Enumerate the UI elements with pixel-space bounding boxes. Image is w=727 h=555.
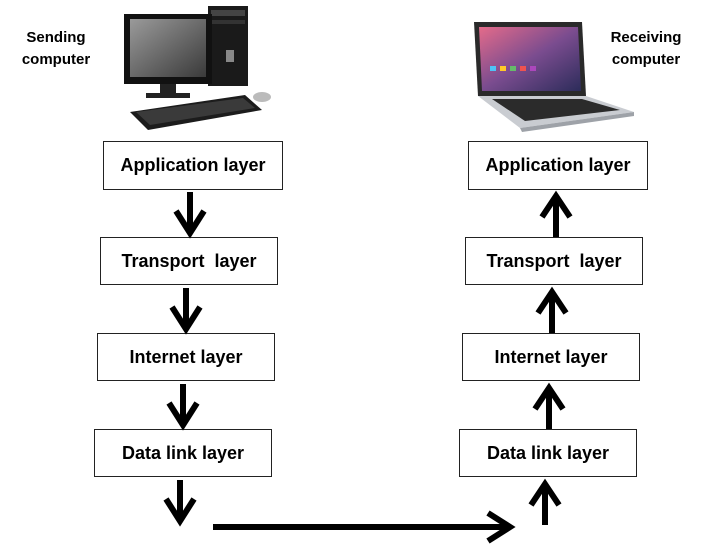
- receiver-data-link-layer: Data link layer: [459, 429, 637, 477]
- sender-application-layer: Application layer: [103, 141, 283, 190]
- sending-computer-caption: Sending computer: [18, 27, 94, 71]
- right-arrow-transmission: [213, 510, 516, 544]
- up-arrow-3: [535, 286, 569, 333]
- down-arrow-2: [169, 288, 203, 335]
- up-arrow-4: [539, 190, 573, 237]
- down-arrow-4: [163, 480, 197, 527]
- receiver-application-layer: Application layer: [468, 141, 648, 190]
- receiving-caption-line1: Receiving: [610, 29, 682, 46]
- sending-caption-line2: computer: [21, 51, 91, 68]
- sending-caption-line1: Sending: [26, 29, 86, 46]
- sender-internet-layer: Internet layer: [97, 333, 275, 381]
- down-arrow-1: [173, 192, 207, 239]
- sender-data-link-layer: Data link layer: [94, 429, 272, 477]
- receiving-computer-caption: Receiving computer: [604, 27, 688, 71]
- receiver-internet-layer: Internet layer: [462, 333, 640, 381]
- sender-transport-layer: Transport layer: [100, 237, 278, 285]
- up-arrow-2: [532, 382, 566, 429]
- up-arrow-1: [528, 478, 562, 525]
- receiving-caption-line2: computer: [611, 51, 681, 68]
- down-arrow-3: [166, 384, 200, 431]
- receiver-transport-layer: Transport layer: [465, 237, 643, 285]
